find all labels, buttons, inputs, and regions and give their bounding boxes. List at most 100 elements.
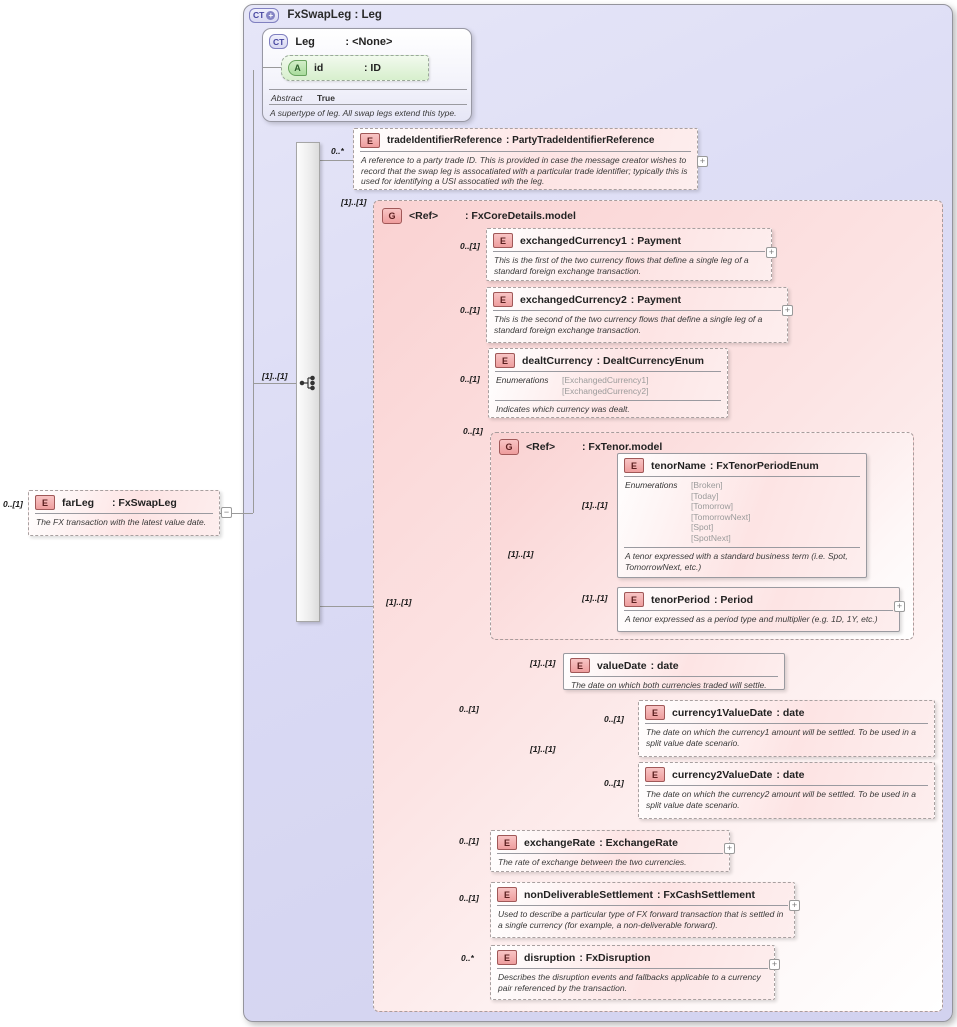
- element-box-tenorperiod[interactable]: E tenorPeriod : Period A tenor expressed…: [617, 587, 900, 632]
- element-name: currency1ValueDate: [672, 706, 773, 719]
- element-icon: E: [497, 887, 517, 902]
- element-description: Indicates which currency was dealt.: [496, 404, 630, 414]
- element-box-disruption[interactable]: E disruption : FxDisruption Describes th…: [490, 945, 775, 1000]
- enumerations-row: Enumerations [ExchangedCurrency1] [Excha…: [489, 372, 727, 400]
- element-description: The date on which both currencies traded…: [571, 680, 767, 690]
- element-title: E dealtCurrency : DealtCurrencyEnum: [489, 349, 727, 371]
- enumeration-values: [Broken] [Today] [Tomorrow] [TomorrowNex…: [691, 480, 751, 543]
- separator: [269, 104, 467, 105]
- element-title: E valueDate : date: [564, 654, 784, 676]
- expand-icon[interactable]: +: [724, 843, 735, 854]
- separator: [624, 547, 860, 548]
- group-name: <Ref>: [526, 441, 556, 453]
- base-type-box-leg: CT Leg : <None> A id : ID Abstract True …: [262, 28, 472, 122]
- element-type: : FxTenorPeriodEnum: [709, 459, 819, 472]
- element-type: : date: [776, 768, 805, 781]
- connector-line: [253, 383, 296, 384]
- element-icon: E: [495, 353, 515, 368]
- separator: [495, 371, 721, 372]
- connector-line: [320, 606, 373, 607]
- abstract-label: Abstract: [271, 93, 303, 103]
- cardinality-label: [1]..[1]: [341, 197, 367, 207]
- cardinality-label: 0..[1]: [604, 714, 624, 724]
- element-name: tenorPeriod: [651, 593, 710, 606]
- base-type-description: A supertype of leg. All swap legs extend…: [270, 108, 457, 118]
- cardinality-label: 0..[1]: [459, 893, 479, 903]
- attribute-icon: A: [288, 60, 307, 76]
- element-box-exchangerate[interactable]: E exchangeRate : ExchangeRate The rate o…: [490, 830, 730, 872]
- element-box-dealtcurrency[interactable]: E dealtCurrency : DealtCurrencyEnum Enum…: [488, 348, 728, 418]
- element-title: E tenorPeriod : Period: [618, 588, 899, 610]
- group-icon: G: [382, 208, 402, 224]
- element-title: E tenorName : FxTenorPeriodEnum: [618, 454, 866, 476]
- enumerations-row: Enumerations [Broken] [Today] [Tomorrow]…: [618, 477, 866, 547]
- group-title: G <Ref> : FxCoreDetails.model: [374, 201, 942, 231]
- connector-line: [253, 70, 254, 513]
- separator: [493, 251, 765, 252]
- element-name: nonDeliverableSettlement: [524, 888, 653, 901]
- element-description: The FX transaction with the latest value…: [36, 517, 207, 527]
- separator: [497, 853, 723, 854]
- element-title: E currency1ValueDate : date: [639, 701, 934, 723]
- element-name: disruption: [524, 951, 576, 964]
- connector-line: [263, 67, 281, 68]
- element-description: The rate of exchange between the two cur…: [498, 857, 687, 867]
- element-description: This is the first of the two currency fl…: [494, 255, 749, 276]
- cardinality-label: 0..[1]: [604, 778, 624, 788]
- abstract-row: Abstract True: [263, 91, 471, 105]
- element-icon: E: [570, 658, 590, 673]
- element-description: Used to describe a particular type of FX…: [498, 909, 784, 930]
- element-title: E nonDeliverableSettlement : FxCashSettl…: [491, 883, 794, 905]
- separator: [35, 513, 213, 514]
- element-box-currency2valuedate[interactable]: E currency2ValueDate : date The date on …: [638, 762, 935, 819]
- element-icon: E: [645, 705, 665, 720]
- element-icon: E: [360, 133, 380, 148]
- element-box-exchangedcurrency2[interactable]: E exchangedCurrency2 : Payment This is t…: [486, 287, 788, 343]
- enumeration-values: [ExchangedCurrency1] [ExchangedCurrency2…: [562, 375, 648, 396]
- element-type: : FxSwapLeg: [112, 496, 177, 509]
- element-name: tenorName: [651, 459, 706, 472]
- expand-icon[interactable]: +: [789, 900, 800, 911]
- element-box-nondeliverablesettlement[interactable]: E nonDeliverableSettlement : FxCashSettl…: [490, 882, 795, 938]
- element-box-farleg[interactable]: E farLeg : FxSwapLeg The FX transaction …: [28, 490, 220, 536]
- page-title: FxSwapLeg : Leg: [287, 9, 382, 21]
- abstract-value: True: [317, 93, 335, 103]
- enumeration-value: [Broken]: [691, 480, 723, 490]
- complex-type-header: CT+ FxSwapLeg : Leg: [249, 7, 382, 23]
- element-title: E currency2ValueDate : date: [639, 763, 934, 785]
- element-title: E exchangeRate : ExchangeRate: [491, 831, 729, 853]
- cardinality-label: 0..[1]: [460, 374, 480, 384]
- element-box-exchangedcurrency1[interactable]: E exchangedCurrency1 : Payment This is t…: [486, 228, 772, 281]
- element-name: valueDate: [597, 659, 647, 672]
- expand-icon[interactable]: +: [782, 305, 793, 316]
- complex-type-icon: CT: [269, 34, 289, 49]
- element-title: E tradeIdentifierReference : PartyTradeI…: [354, 129, 697, 151]
- element-box-tenorname[interactable]: E tenorName : FxTenorPeriodEnum Enumerat…: [617, 453, 867, 578]
- element-title: E exchangedCurrency2 : Payment: [487, 288, 787, 310]
- element-type: : PartyTradeIdentifierReference: [506, 135, 655, 146]
- element-type: : FxDisruption: [579, 951, 651, 964]
- element-box-valuedate[interactable]: E valueDate : date The date on which bot…: [563, 653, 785, 690]
- expand-icon[interactable]: +: [766, 247, 777, 258]
- enumeration-value: [SpotNext]: [691, 532, 731, 543]
- element-icon: E: [493, 292, 513, 307]
- element-description: A reference to a party trade ID. This is…: [361, 155, 688, 186]
- element-description: Describes the disruption events and fall…: [498, 972, 761, 993]
- attribute-name: id: [314, 62, 324, 74]
- element-type: : Period: [713, 593, 754, 606]
- cardinality-label: 0..[1]: [460, 241, 480, 251]
- collapse-icon[interactable]: −: [221, 507, 232, 518]
- element-description: The date on which the currency2 amount w…: [646, 789, 916, 810]
- expand-icon[interactable]: +: [894, 601, 905, 612]
- connector-line: [220, 513, 253, 514]
- element-icon: E: [493, 233, 513, 248]
- element-box-currency1valuedate[interactable]: E currency1ValueDate : date The date on …: [638, 700, 935, 757]
- separator: [645, 785, 928, 786]
- element-name: exchangedCurrency2: [520, 293, 627, 306]
- expand-icon[interactable]: +: [769, 959, 780, 970]
- element-icon: E: [497, 950, 517, 965]
- expand-icon[interactable]: +: [697, 156, 708, 167]
- element-box-tradeidentifierreference[interactable]: E tradeIdentifierReference : PartyTradeI…: [353, 128, 698, 190]
- attribute-row-id[interactable]: A id : ID: [281, 55, 429, 81]
